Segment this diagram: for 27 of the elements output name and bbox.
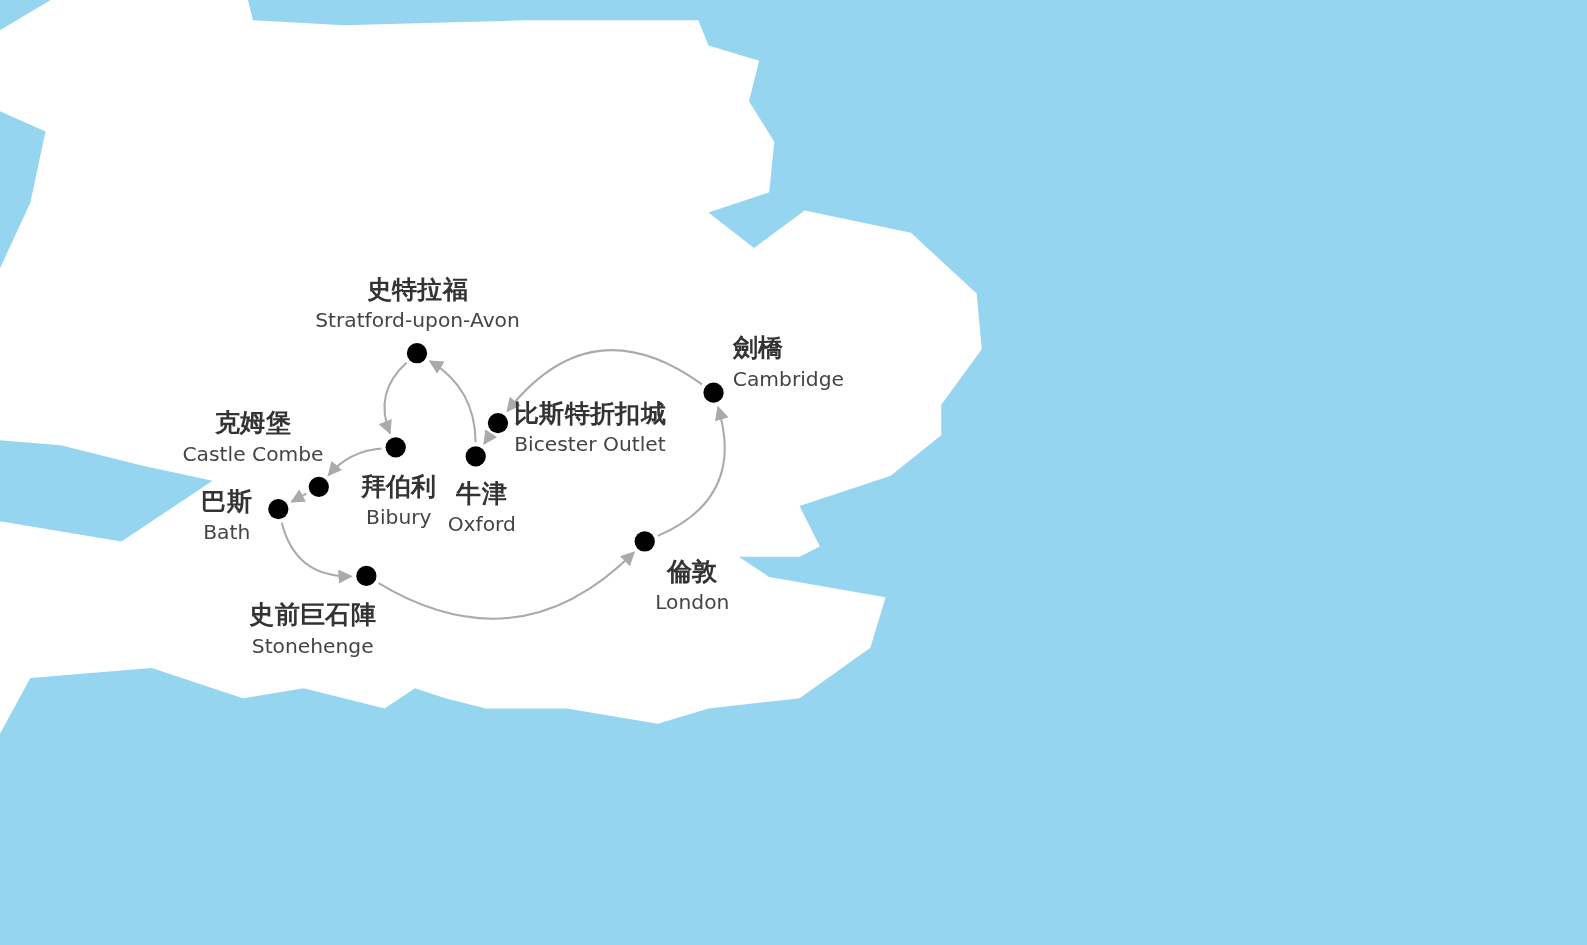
route-arrow	[657, 405, 729, 537]
place-name-english: Bibury	[366, 504, 432, 532]
place-name-english: Stonehenge	[251, 632, 374, 660]
route-arrow	[280, 522, 353, 584]
route-arrow	[428, 360, 477, 443]
place-name: 拜伯利	[360, 470, 437, 502]
place-name: 史前巨石陣	[249, 599, 376, 631]
place-name: 比斯特折扣城	[514, 397, 666, 430]
place-name-english: Bicester Outlet	[514, 431, 666, 459]
place-name-english: Cambridge	[732, 365, 844, 393]
place-name: 倫敦	[667, 555, 718, 588]
route-arrow	[378, 362, 408, 435]
place-name: 克姆堡	[215, 406, 291, 439]
place-name: 巴斯	[201, 485, 252, 518]
place-name: 史特拉福	[366, 273, 469, 305]
place-name-english: Oxford	[447, 511, 516, 539]
place-name-english: Bath	[203, 519, 251, 547]
route-arrow	[327, 447, 382, 477]
route-arrow	[378, 551, 636, 620]
place-name-english: Castle Combe	[182, 440, 324, 468]
place-name-english: London	[655, 589, 730, 617]
place-name: 牛津	[456, 477, 508, 510]
route-arrow	[290, 489, 307, 503]
route-arrow	[483, 429, 498, 445]
route-arrow	[506, 349, 703, 413]
place-name: 劍橋	[732, 332, 784, 364]
place-name-english: Stratford-upon-Avon	[315, 306, 520, 334]
